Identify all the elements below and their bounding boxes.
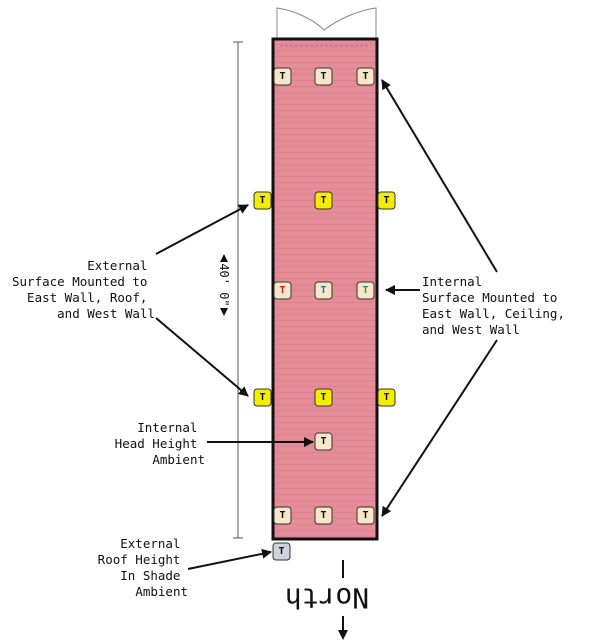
- arrow-roof-shade: [187, 548, 272, 570]
- label-internal-head-height: Internal Head Height Ambient: [115, 420, 205, 467]
- trailer-border: [271, 37, 379, 541]
- sensor-internal-top-west: T: [273, 67, 292, 86]
- sensor-external-lower-west: T: [253, 388, 272, 407]
- svg-text:T: T: [259, 195, 265, 206]
- sensor-internal-bottom-west: T: [273, 506, 292, 525]
- sensor-external-lower-roof: T: [314, 388, 333, 407]
- dimension-arrow-down-icon: [220, 308, 228, 316]
- svg-text:T: T: [320, 71, 326, 82]
- arrow-internal-to-bottom-east: [381, 339, 498, 517]
- svg-text:T: T: [383, 195, 389, 206]
- sensor-external-roof-shade: T: [272, 542, 291, 561]
- dimension-arrow-up-icon: [220, 254, 228, 262]
- svg-text:T: T: [362, 510, 368, 521]
- label-external-roof-height: External Roof Height In Shade Ambient: [98, 536, 188, 599]
- dimension-label: 40' 0": [217, 263, 231, 306]
- arrow-external-to-east-upper: [155, 204, 249, 255]
- sensor-internal-head-height: T: [314, 432, 333, 451]
- svg-text:T: T: [279, 71, 285, 82]
- trailer-door-icon: [276, 7, 377, 39]
- svg-text:T: T: [320, 195, 326, 206]
- label-external-surface: External Surface Mounted to East Wall, R…: [12, 258, 155, 321]
- sensor-external-lower-east: T: [377, 388, 396, 407]
- sensor-external-upper-west: T: [253, 191, 272, 210]
- sensor-internal-mid-east: T: [356, 281, 375, 300]
- sensor-internal-mid-west: T: [273, 281, 292, 300]
- svg-text:T: T: [320, 510, 326, 521]
- svg-text:T: T: [362, 71, 368, 82]
- label-internal-surface: Internal Surface Mounted to East Wall, C…: [422, 274, 573, 337]
- sensor-external-upper-east: T: [377, 191, 396, 210]
- svg-text:T: T: [279, 510, 285, 521]
- svg-text:T: T: [279, 285, 285, 296]
- sensor-internal-top-center: T: [314, 67, 333, 86]
- svg-text:T: T: [383, 392, 389, 403]
- north-arrow-icon: [338, 630, 348, 640]
- sensor-internal-mid-center: T: [314, 281, 333, 300]
- sensor-internal-top-east: T: [356, 67, 375, 86]
- sensor-internal-bottom-center: T: [314, 506, 333, 525]
- arrow-internal-to-top-east: [381, 79, 498, 273]
- svg-text:T: T: [320, 392, 326, 403]
- north-label: North: [285, 582, 369, 615]
- svg-text:T: T: [320, 436, 326, 447]
- svg-text:T: T: [278, 546, 284, 557]
- svg-text:T: T: [362, 285, 368, 296]
- arrow-external-to-east-lower: [155, 317, 249, 397]
- sensor-internal-bottom-east: T: [356, 506, 375, 525]
- svg-text:T: T: [259, 392, 265, 403]
- sensor-external-upper-roof: T: [314, 191, 333, 210]
- svg-text:T: T: [320, 285, 326, 296]
